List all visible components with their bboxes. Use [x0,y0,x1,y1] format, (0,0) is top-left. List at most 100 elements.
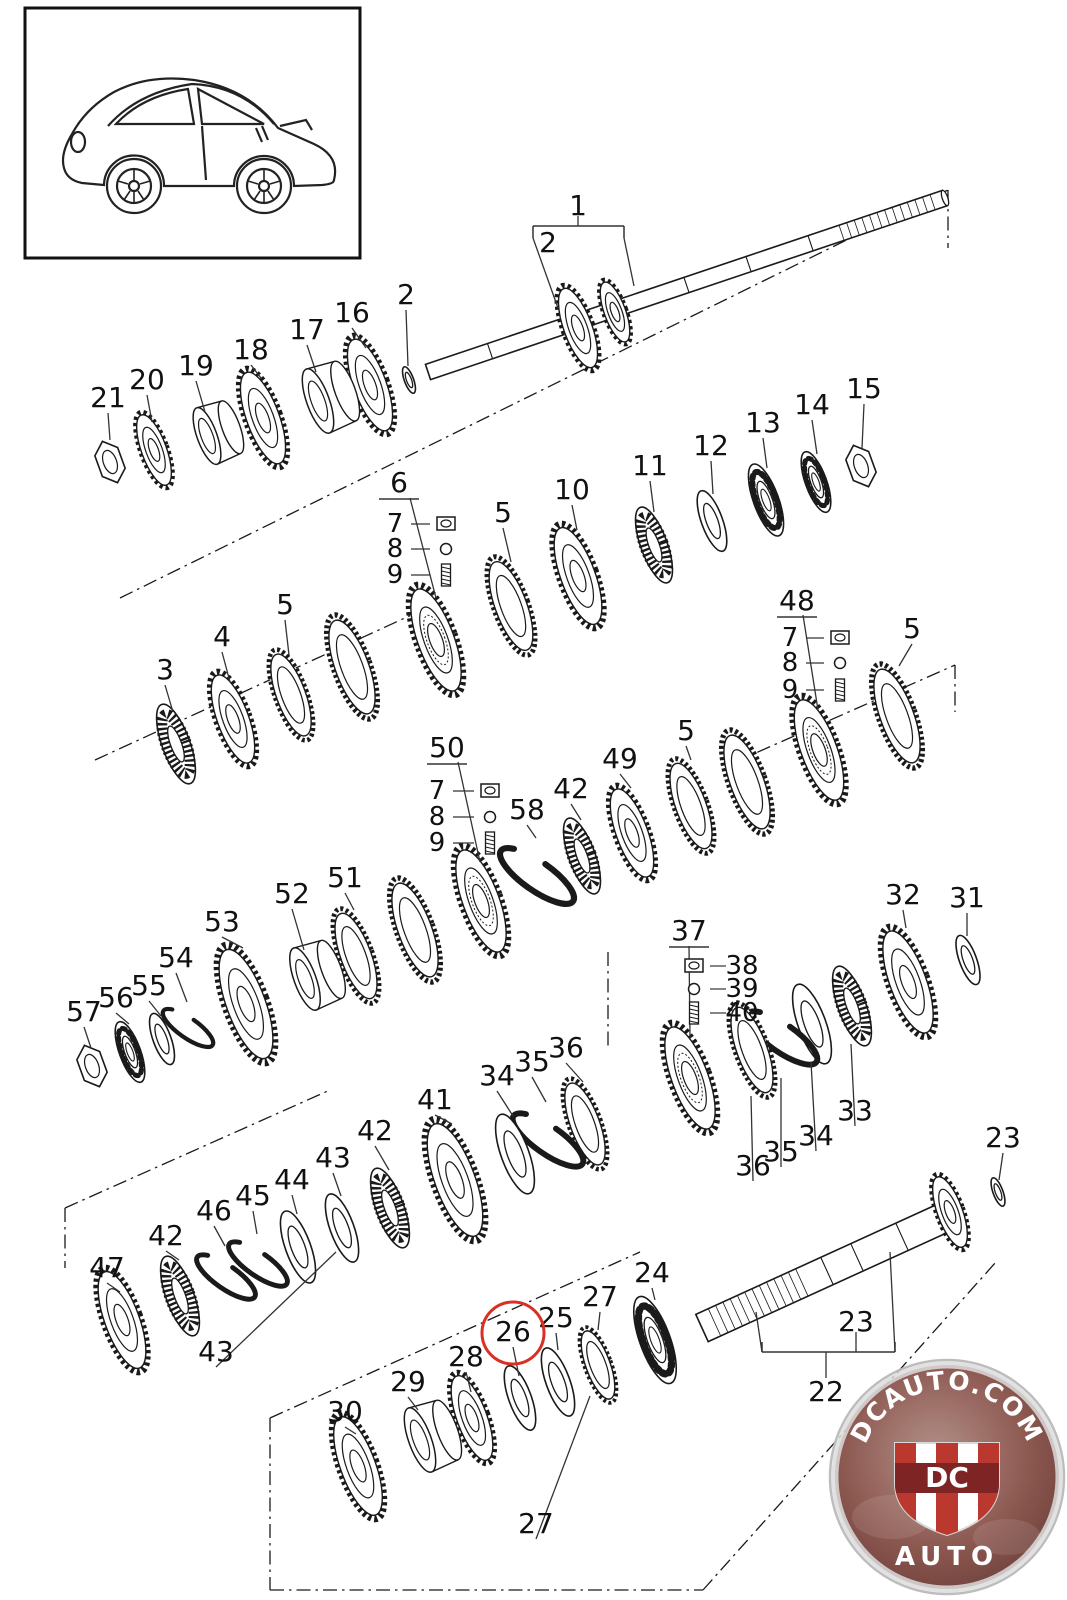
part-bearing [369,1167,411,1249]
part-washer [540,1347,576,1417]
leader-line [902,909,907,929]
leader-line [213,1225,226,1247]
shaft [424,189,950,381]
dc-auto-logo: DCAUTO.COM DC AUTO [828,1358,1066,1596]
part-label-11: 11 [632,449,668,482]
ball-icon [833,656,847,670]
label-bracket [761,1342,896,1353]
part-label-39: 39 [725,974,758,1004]
leader-line [291,1194,298,1215]
part-synchro [665,756,717,856]
part-label-30: 30 [327,1395,363,1428]
part-gear [605,782,659,884]
leader-line [344,1426,357,1435]
leader-line [291,908,305,951]
leader-line [571,504,578,531]
leader-line [623,237,635,287]
part-gear [235,365,291,471]
part-label-27: 27 [518,1507,554,1540]
part-label-27: 27 [582,1280,618,1313]
leader-line [106,1282,121,1293]
part-label-51: 51 [327,861,363,894]
part-label-33: 33 [837,1094,873,1127]
part-label-7: 7 [387,509,404,539]
part-label-22: 22 [808,1375,844,1408]
part-hub [450,842,512,960]
leader-line [710,460,714,495]
part-label-52: 52 [274,877,310,910]
part-bearing [634,506,674,584]
leader-line [344,892,355,911]
part-bearingball [747,463,785,537]
part-label-58: 58 [509,793,545,826]
part-label-7: 7 [782,623,799,653]
part-bearingball [632,1295,678,1385]
leader-line [496,1090,514,1117]
part-label-40: 40 [725,998,758,1028]
part-label-6: 6 [390,466,408,499]
part-label-29: 29 [390,1365,426,1398]
part-label-48: 48 [779,584,815,617]
part-gear [597,277,633,347]
part-nut [75,1044,109,1088]
part-synchro [266,647,316,743]
part-washer [324,1193,360,1263]
spring-icon [484,831,496,855]
leader-line [221,936,244,949]
part-washer [494,1113,536,1195]
leader-line [810,1061,817,1152]
part-synchro [330,906,382,1006]
frame-line [64,1089,331,1209]
spring-icon [688,1001,700,1025]
leader-line [850,1043,856,1127]
part-gear [446,1369,498,1467]
leader-line [175,972,188,1003]
leader-line [148,1000,162,1017]
part-label-4: 4 [213,620,231,653]
part-label-1: 1 [569,189,587,222]
leader-line [535,1395,591,1540]
leader-line [898,643,913,667]
leader-line [565,1062,584,1083]
leader-line [555,1332,559,1351]
part-synchro [726,1000,778,1100]
part-label-50: 50 [429,731,465,764]
part-label-36: 36 [735,1149,771,1182]
part-snap [496,845,578,907]
leader-line [165,1250,180,1261]
part-label-34: 34 [798,1119,834,1152]
part-label-36: 36 [548,1031,584,1064]
part-label-42: 42 [148,1219,184,1252]
part-synchro [718,727,776,837]
leader-line [215,1251,337,1368]
part-label-47: 47 [89,1251,125,1284]
frame-line [269,1251,641,1419]
leader-line [332,1172,342,1197]
part-label-42: 42 [357,1114,393,1147]
shaft [694,1199,961,1343]
leader-line [649,480,655,513]
part-washer [696,489,728,553]
part-label-38: 38 [725,951,758,981]
ball-icon [483,810,497,824]
leader-line [531,1076,547,1103]
part-label-44: 44 [274,1163,310,1196]
part-label-17: 17 [289,313,325,346]
part-washer [791,983,833,1065]
part-biggear [213,941,279,1067]
part-snap [160,1006,216,1050]
part-synchro [386,875,444,985]
leader-line [685,745,692,761]
leader-line [570,803,582,821]
leader-line [526,824,537,839]
leader-line [502,527,512,563]
leader-line [250,364,262,379]
part-label-16: 16 [334,296,370,329]
part-gear [929,1171,971,1253]
part-snap [226,1239,290,1289]
nut-icon [830,630,850,645]
